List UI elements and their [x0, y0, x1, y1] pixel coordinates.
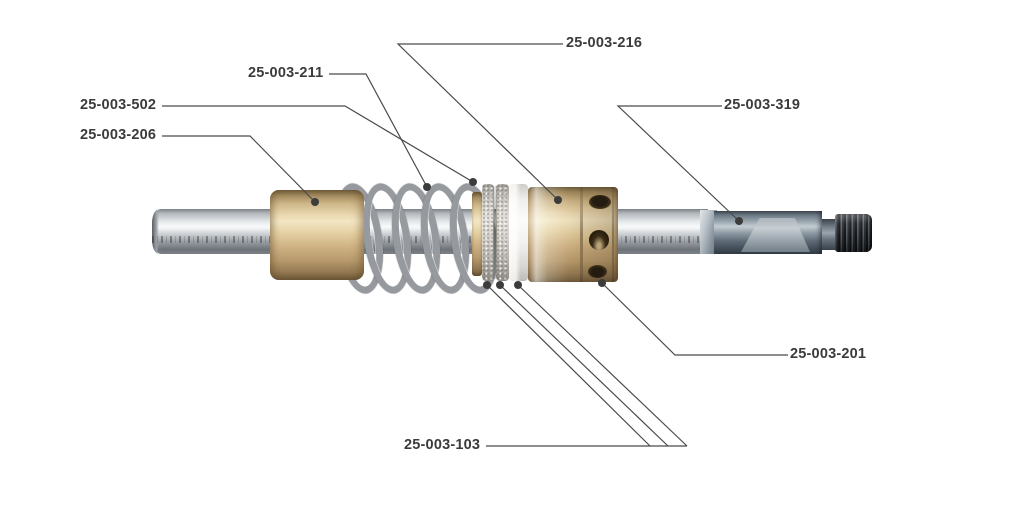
brass-bushing-collar	[270, 190, 364, 280]
callout-label-25-003-502: 25-003-502	[80, 97, 157, 113]
abrasive-washer-2	[496, 184, 509, 281]
callout-label-25-003-103: 25-003-103	[404, 437, 481, 453]
shaft-right	[616, 209, 708, 254]
leader-211	[329, 73, 428, 188]
leader-319	[616, 105, 740, 222]
cross-hole-top	[589, 195, 611, 209]
leader-201	[601, 282, 788, 356]
hex-adapter	[714, 211, 822, 254]
callout-label-25-003-319: 25-003-319	[724, 97, 801, 113]
abrasive-washer-1	[482, 184, 494, 281]
thread-neck	[821, 219, 837, 250]
body-groove	[580, 187, 583, 282]
threaded-stud	[835, 214, 872, 252]
shaft-left-end	[152, 209, 288, 254]
brass-valve-body	[528, 187, 618, 282]
callout-label-25-003-211: 25-003-211	[248, 65, 324, 81]
leader-502	[162, 105, 474, 183]
leader-103-a	[486, 284, 651, 447]
callout-label-25-003-216: 25-003-216	[566, 35, 643, 51]
leader-216	[396, 43, 563, 201]
cross-hole-middle	[589, 230, 609, 250]
callout-label-25-003-201: 25-003-201	[790, 346, 867, 362]
callout-label-25-003-206: 25-003-206	[80, 127, 157, 143]
spring-seat-ring	[472, 192, 482, 276]
cross-hole-bottom	[588, 265, 607, 278]
leader-103-c	[517, 284, 688, 447]
body-groove	[612, 187, 614, 282]
leader-103-b	[499, 284, 669, 447]
washer-groove	[493, 186, 497, 279]
white-washer	[509, 184, 528, 281]
hex-wrench-flat	[741, 218, 810, 252]
